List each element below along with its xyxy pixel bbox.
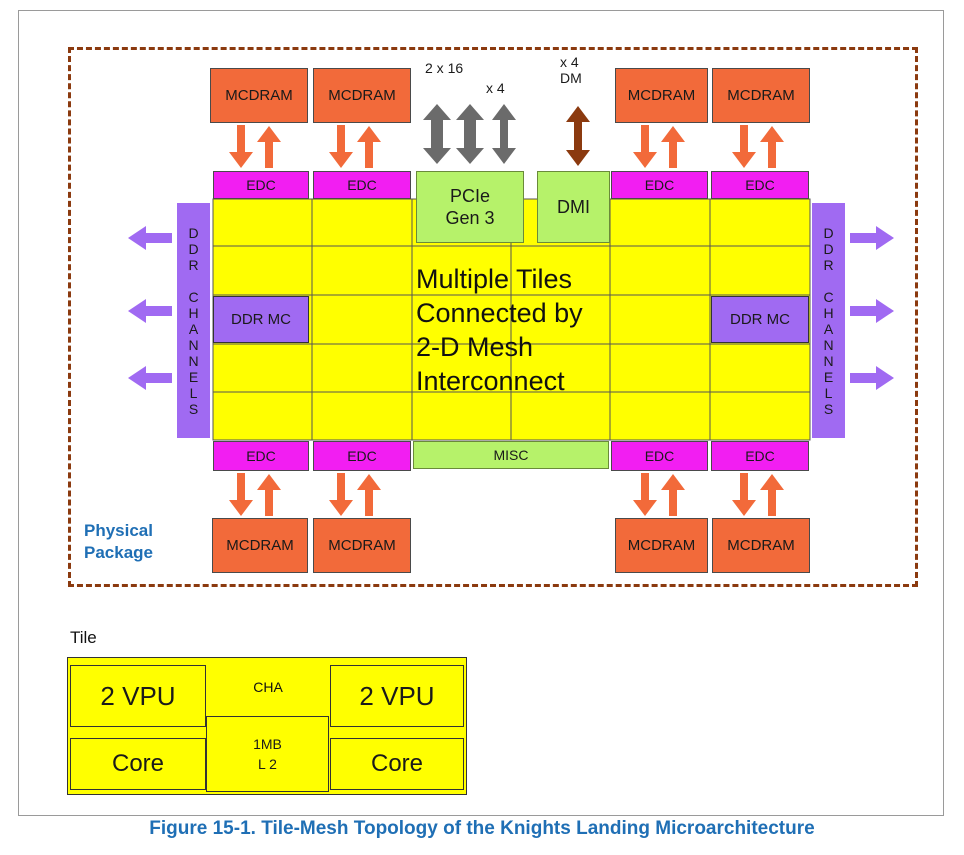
edc-block: EDC	[611, 441, 708, 471]
mcdram-block: MCDRAM	[712, 68, 810, 123]
tile-title: Tile	[70, 628, 97, 647]
edc-block: EDC	[313, 171, 411, 199]
ddr-channels-letter: L	[189, 384, 198, 401]
tile-l2-cache: 1MB L 2	[206, 716, 329, 792]
tile-core-left: Core	[70, 738, 206, 790]
figure-frame	[18, 10, 944, 816]
ddr-mc-right: DDR MC	[711, 296, 809, 343]
edc-block: EDC	[611, 171, 708, 199]
dmi-link-arrow	[566, 106, 590, 166]
physical-package-boundary	[68, 47, 918, 587]
figure-caption: Figure 15-1. Tile-Mesh Topology of the K…	[149, 818, 815, 839]
ddr-channels-letter: E	[823, 368, 834, 385]
ddr-channels-letter: N	[823, 336, 834, 353]
mcdram-edc-arrows	[229, 125, 784, 516]
ddr-channels-letter: H	[188, 304, 199, 321]
ddr-channels-letter: D	[823, 224, 834, 241]
dmi-x4-label: x 4	[560, 54, 579, 70]
ddr-channels-letter: C	[823, 288, 834, 305]
edc-block: EDC	[213, 441, 309, 471]
physical-package-label: Physical Package	[84, 520, 153, 564]
mcdram-block: MCDRAM	[615, 518, 708, 573]
mcdram-block: MCDRAM	[210, 68, 308, 123]
tile-vpu-left: 2 VPU	[70, 665, 206, 727]
mcdram-block: MCDRAM	[212, 518, 308, 573]
ddr-channels-letter: C	[188, 288, 199, 305]
edc-block: EDC	[213, 171, 309, 199]
ddr-channels-letter: S	[823, 400, 834, 417]
ddr-channels-letter: L	[824, 384, 833, 401]
ddr-channels-letter: D	[188, 224, 199, 241]
edc-block: EDC	[711, 441, 809, 471]
tile-l2-size: 1MB	[253, 736, 282, 752]
mcdram-block: MCDRAM	[615, 68, 708, 123]
ddr-channels-letter: R	[188, 256, 199, 273]
ddr-mc-left: DDR MC	[213, 296, 309, 343]
pcie-gen3-block: PCIe Gen 3	[416, 171, 524, 243]
pcie-x4-label: x 4	[486, 80, 505, 96]
edc-block: EDC	[711, 171, 809, 199]
mcdram-block: MCDRAM	[313, 68, 411, 123]
mesh-description: Multiple Tiles Connected by 2-D Mesh Int…	[416, 262, 616, 398]
tile-cha-label: CHA	[253, 679, 283, 695]
ddr-channels-letter: N	[188, 352, 199, 369]
ddr-channel-arrows	[128, 226, 894, 390]
pcie-label: PCIe	[449, 186, 491, 206]
mcdram-block: MCDRAM	[313, 518, 411, 573]
misc-block: MISC	[413, 441, 609, 469]
ddr-channels-letter: S	[188, 400, 199, 417]
ddr-channels-letter	[827, 273, 831, 289]
dmi-lanes-label: x 4 DM	[560, 54, 582, 86]
tile-vpu-right: 2 VPU	[330, 665, 464, 727]
pcie-x16-label: 2 x 16	[425, 60, 464, 76]
mesh-text-line: Connected by	[416, 298, 583, 328]
mesh-text-line: Multiple Tiles	[416, 264, 573, 294]
ddr-channels-letter: A	[188, 320, 199, 337]
ddr-channels-letter: R	[823, 256, 834, 273]
dmi-block: DMI	[537, 171, 610, 243]
mesh-text-line: 2-D Mesh	[416, 332, 534, 362]
ddr-channels-letter: D	[823, 240, 834, 257]
physical-package-line1: Physical	[84, 521, 153, 540]
dmi-dm-label: DM	[560, 70, 582, 86]
ddr-channels-letter: D	[188, 240, 199, 257]
physical-package-line2: Package	[84, 543, 153, 562]
edc-block: EDC	[313, 441, 411, 471]
pcie-link-arrows	[423, 104, 516, 164]
mcdram-block: MCDRAM	[712, 518, 810, 573]
tile-l2-label: L 2	[258, 756, 277, 772]
ddr-channels-letter: N	[823, 352, 834, 369]
ddr-channels-letter: H	[823, 304, 834, 321]
mesh-text-line: Interconnect	[416, 366, 565, 396]
tile-core-right: Core	[330, 738, 464, 790]
ddr-channels-letter	[192, 273, 196, 289]
mesh-grid-lines	[213, 199, 810, 440]
ddr-channels-letter: A	[823, 320, 834, 337]
pcie-gen-label: Gen 3	[445, 208, 495, 228]
ddr-channels-letter: N	[188, 336, 199, 353]
ddr-channels-letter: E	[188, 368, 199, 385]
